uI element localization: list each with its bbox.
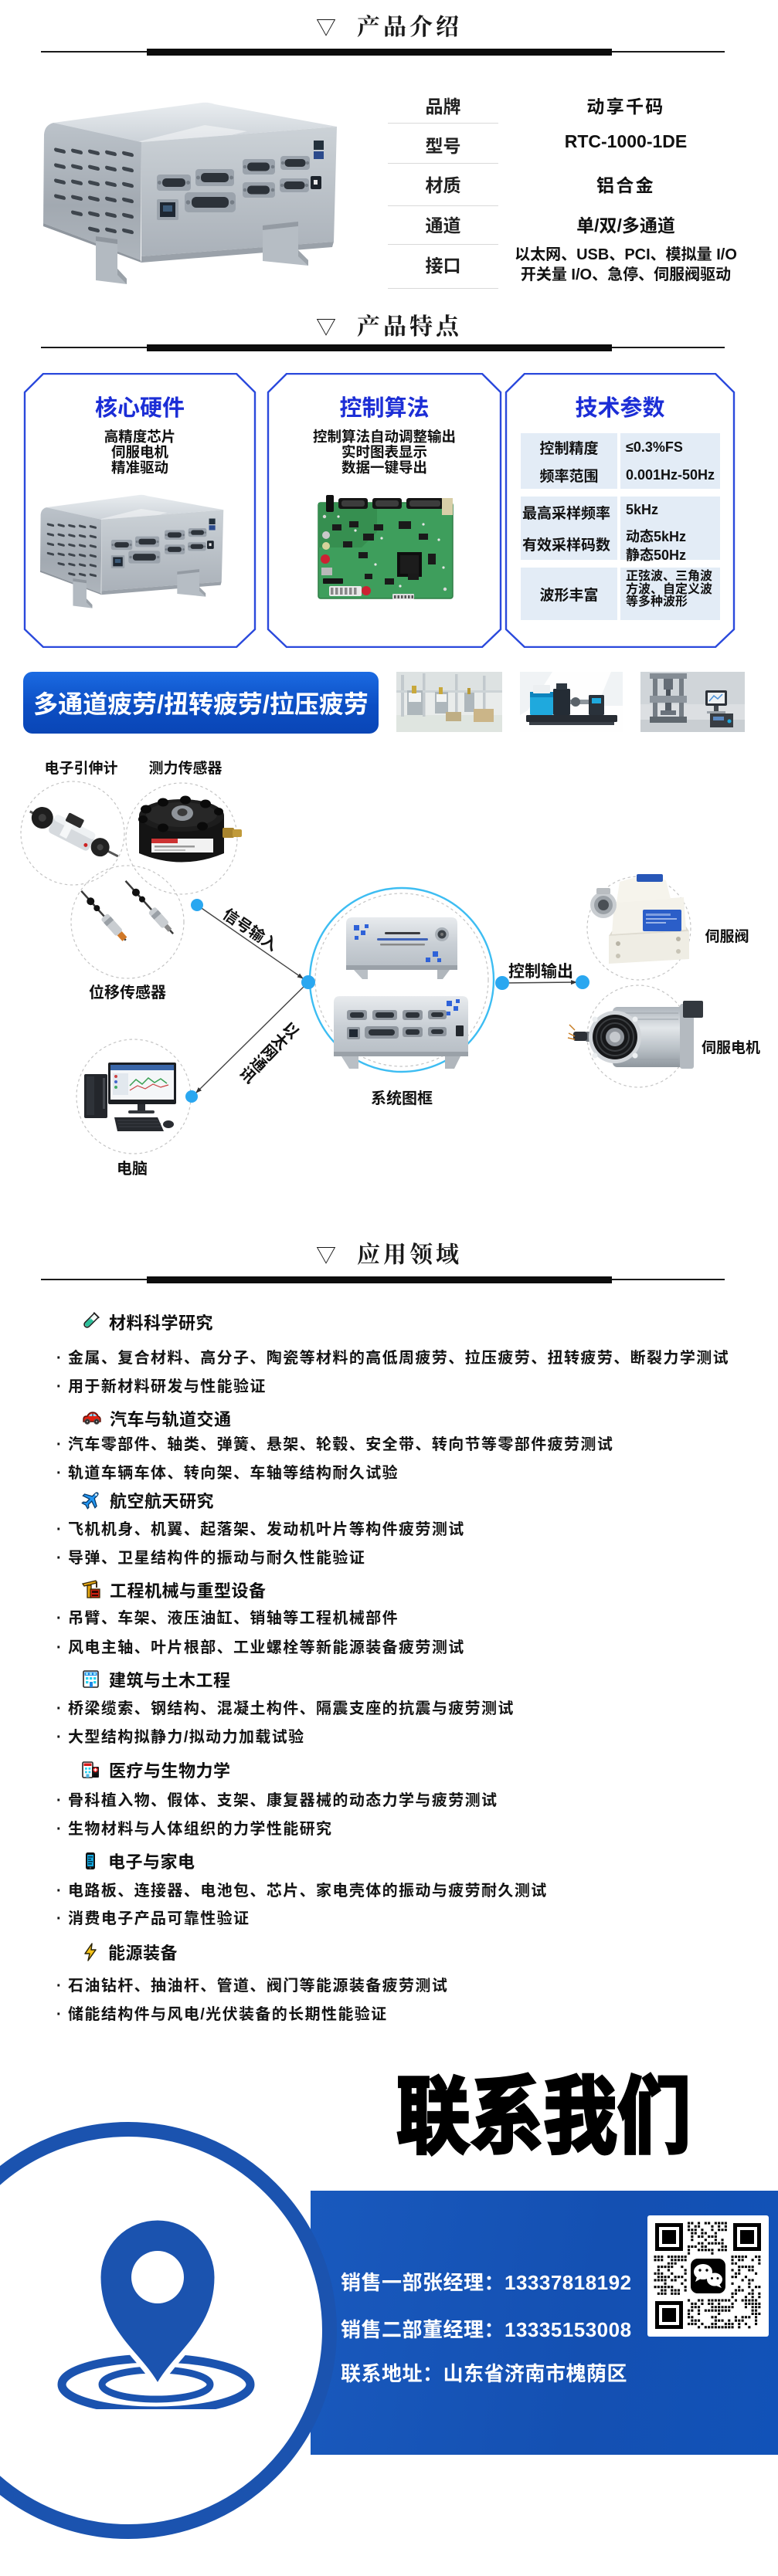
svg-text:伺服电机: 伺服电机 [702, 1039, 760, 1056]
svg-text:测力传感器: 测力传感器 [148, 760, 222, 777]
svg-text:位移传感器: 位移传感器 [89, 983, 166, 1002]
svg-text:伺服阀: 伺服阀 [705, 928, 749, 945]
svg-text:信号输入: 信号输入 [219, 906, 280, 955]
svg-text:以太网通讯: 以太网通讯 [235, 1017, 301, 1085]
svg-text:电子引伸计: 电子引伸计 [44, 760, 117, 777]
svg-text:控制输出: 控制输出 [508, 963, 573, 981]
svg-text:电脑: 电脑 [117, 1160, 148, 1178]
svg-text:系统图框: 系统图框 [371, 1089, 433, 1107]
